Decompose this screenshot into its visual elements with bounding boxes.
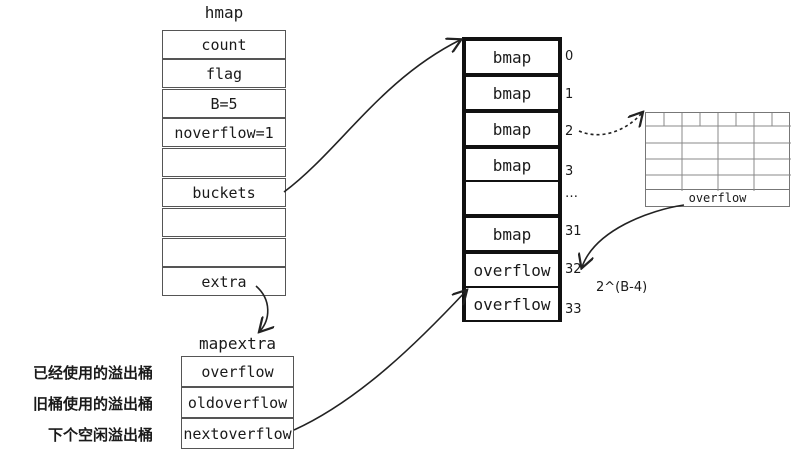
bucket-index-33: 33 (565, 302, 582, 317)
mapextra-label-overflow: 已经使用的溢出桶 (32, 364, 153, 382)
mapextra-field-overflow: overflow (181, 356, 294, 387)
hmap-field-buckets: buckets (162, 178, 286, 207)
bmap-detail-overflow: overflow (645, 190, 790, 207)
bucket-31: bmap (464, 216, 560, 252)
mapextra-title: mapextra (198, 334, 277, 353)
nextoverflow-pointer-arrow (293, 291, 466, 431)
bucket-1: bmap (464, 75, 560, 111)
hmap-field-empty-1 (162, 148, 286, 177)
extra-to-mapextra-arrow (255, 285, 268, 331)
bmap-detail-grid (645, 112, 791, 191)
bucket-3: bmap (464, 147, 560, 183)
hmap-field-empty-2 (162, 208, 286, 237)
hmap-title: hmap (204, 3, 244, 22)
bmap-grid-lines (646, 113, 791, 191)
bucket-index-3: 3 (565, 164, 574, 179)
bucket-index-31: 31 (565, 224, 582, 239)
mapextra-label-nextoverflow: 下个空闲溢出桶 (47, 426, 153, 444)
hmap-field-count: count (162, 30, 286, 59)
bucket-index-0: 0 (565, 49, 574, 64)
bucket-overflow-32: overflow (464, 252, 560, 288)
buckets-pointer-arrow (283, 40, 460, 193)
bucket-index-1: 1 (565, 87, 574, 102)
overflow-count-formula: 2^(B-4) (596, 280, 648, 295)
bucket-index-ellipsis: … (565, 186, 578, 201)
bucket-index-2: 2 (565, 124, 574, 139)
hmap-field-noverflow: noverflow=1 (162, 118, 286, 147)
bucket-0: bmap (464, 39, 560, 75)
bucket-overflow-33: overflow (464, 286, 560, 322)
bucket-2: bmap (464, 111, 560, 147)
hmap-field-b: B=5 (162, 89, 286, 118)
bucket-ellipsis (464, 180, 560, 216)
detail-overflow-to-bucket-arrow (582, 204, 685, 267)
mapextra-field-oldoverflow: oldoverflow (181, 387, 294, 418)
hmap-field-extra: extra (162, 267, 286, 296)
bucket-index-32: 32 (565, 262, 582, 277)
hmap-field-empty-3 (162, 238, 286, 267)
hmap-field-flag: flag (162, 59, 286, 88)
bmap-to-detail-arrow (578, 113, 642, 136)
mapextra-label-oldoverflow: 旧桶使用的溢出桶 (32, 395, 153, 413)
